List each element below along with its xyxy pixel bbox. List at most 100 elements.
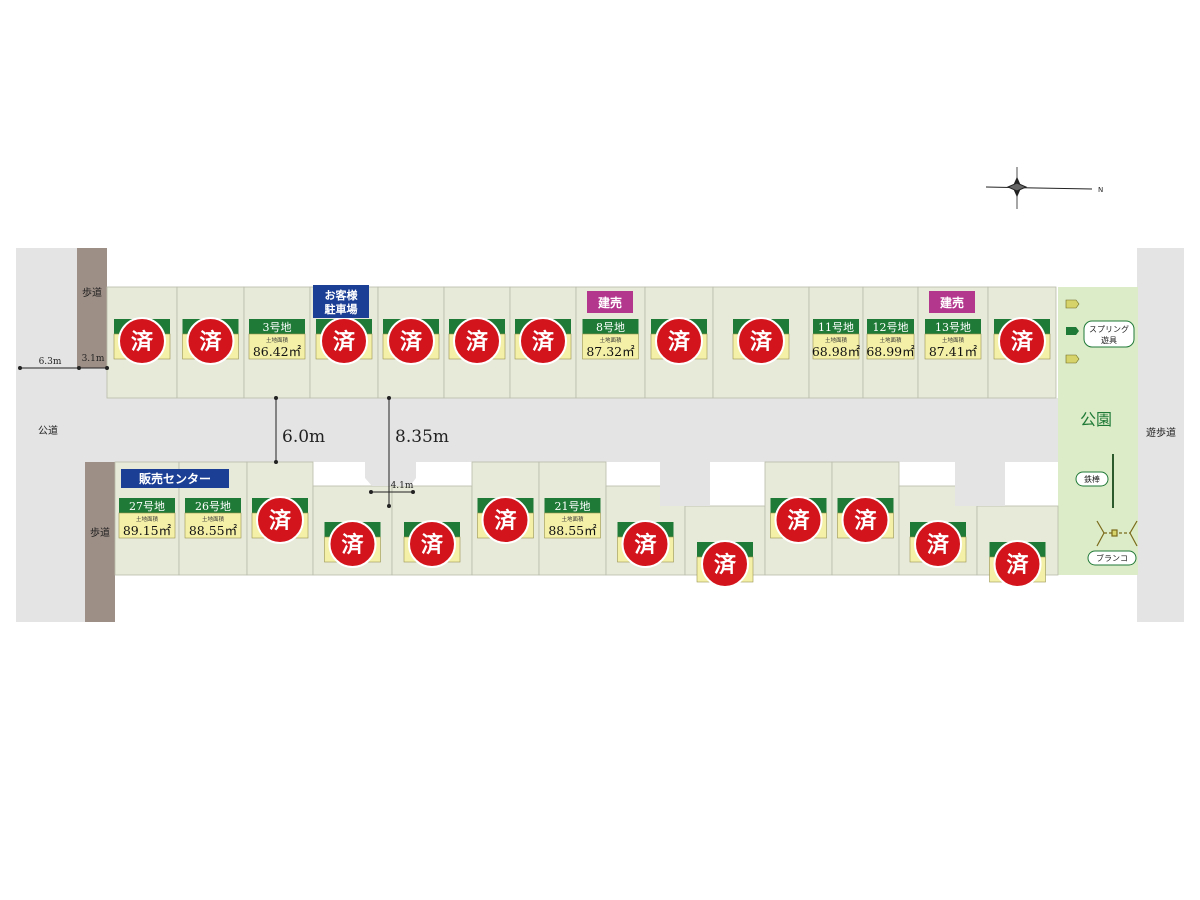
sold-mark [737, 317, 785, 365]
sold-mark-text: 済 [787, 508, 810, 534]
svg-text:建売: 建売 [597, 295, 622, 310]
built-for-sale-badge-8: 建売 [587, 291, 633, 313]
lot-area: 68.99㎡ [866, 344, 915, 359]
spring-toy-label: スプリング [1089, 324, 1129, 334]
south-lot[interactable]: 済 [898, 485, 978, 576]
road-corner-north [86, 368, 107, 398]
south-lot[interactable]: 済 [471, 461, 540, 576]
sidewalk-south [85, 462, 115, 622]
north-lot[interactable]: 済 [176, 286, 245, 399]
compass-north-label: N [1098, 186, 1103, 194]
south-lot[interactable]: 済 [312, 485, 393, 576]
south-lot[interactable]: 済 [684, 505, 766, 588]
swing-icon [1096, 520, 1138, 547]
swing-label: ブランコ [1096, 553, 1128, 563]
sidewalk-label-north: 歩道 [82, 286, 102, 299]
north-lot[interactable]: 済 [987, 286, 1057, 399]
lot-area: 68.98㎡ [812, 344, 861, 359]
sold-mark-text: 済 [532, 329, 555, 355]
north-lot[interactable]: 済 [377, 286, 445, 399]
sold-mark [118, 317, 166, 365]
sold-mark-text: 済 [927, 532, 950, 558]
sold-mark-text: 済 [494, 508, 517, 534]
sold-mark [387, 317, 435, 365]
sold-mark-text: 済 [269, 508, 292, 534]
sold-mark-text: 済 [1011, 329, 1034, 355]
sold-mark [998, 317, 1046, 365]
sold-mark [655, 317, 703, 365]
visitor-parking-badge: お客様 駐車場 [313, 285, 369, 318]
lot-area-caption: 土地面積 [136, 515, 159, 523]
sold-mark-text: 済 [131, 329, 154, 355]
south-lot[interactable]: 済 [391, 485, 473, 576]
park-label: 公園 [1080, 410, 1112, 429]
south-lot[interactable]: 済 [605, 485, 686, 576]
sold-mark [774, 496, 823, 544]
road-notch [955, 462, 1005, 506]
north-lot[interactable]: 済 [509, 286, 577, 399]
sold-mark-text: 済 [668, 329, 691, 355]
public-road-label: 公道 [38, 424, 58, 437]
sold-mark-text: 済 [341, 532, 364, 558]
sold-mark-text: 済 [466, 329, 489, 355]
lot-number: 3号地 [263, 321, 292, 334]
south-lot[interactable]: 済 [246, 461, 314, 576]
sold-mark [408, 520, 456, 568]
lot-number-tag [582, 319, 639, 334]
sidewalk-north [77, 248, 107, 368]
sold-mark-text: 済 [634, 532, 657, 558]
road-width-public: 6.3m [39, 357, 62, 367]
sold-mark-text: 済 [421, 532, 444, 558]
compass-icon: N [985, 167, 1103, 209]
road-notch [660, 462, 710, 506]
promenade-label: 遊歩道 [1146, 426, 1176, 439]
sold-mark [841, 496, 890, 544]
lot-number: 13号地 [935, 321, 971, 334]
north-lot[interactable]: 済 [712, 286, 810, 399]
road-notches [365, 462, 1005, 506]
lot-number: 26号地 [195, 500, 231, 513]
svg-text:建売: 建売 [939, 295, 964, 310]
sold-mark-text: 済 [333, 329, 356, 355]
lot-area-box [582, 333, 639, 360]
lot-number-tag [249, 319, 305, 334]
lot-area: 89.15㎡ [123, 523, 172, 538]
road-width-wide: 8.35m [395, 427, 449, 447]
lot-area-caption: 土地面積 [942, 336, 965, 344]
lot-area-caption: 土地面積 [266, 336, 289, 344]
north-lot[interactable]: 済 [443, 286, 511, 399]
lot-area: 87.32㎡ [586, 344, 635, 359]
lot-area: 88.55㎡ [189, 523, 238, 538]
spring-toy-icon [1065, 299, 1080, 364]
lot-number-tag [119, 498, 175, 513]
lot-area-box [544, 512, 601, 539]
sold-mark [519, 317, 567, 365]
lot-area-caption: 土地面積 [879, 336, 902, 344]
lot-area: 86.42㎡ [253, 344, 302, 359]
north-lot[interactable]: 済 [644, 286, 714, 399]
south-lot[interactable]: 済 [976, 505, 1059, 588]
lot-area-caption: 土地面積 [561, 515, 584, 523]
lot-area-box [118, 512, 176, 539]
promenade [1137, 248, 1184, 622]
road-width-main: 6.0m [282, 427, 325, 447]
south-lot[interactable]: 済 [764, 461, 833, 576]
lot-number-tag [925, 319, 981, 334]
south-lot[interactable]: 済 [831, 461, 900, 576]
sold-mark-text: 済 [854, 508, 877, 534]
lot-area: 88.55㎡ [548, 523, 597, 538]
lot-number-tag [867, 319, 914, 334]
north-lot[interactable]: 済 [106, 286, 178, 399]
notch-width: 4.1m [391, 481, 414, 491]
built-for-sale-badge-13: 建売 [929, 291, 975, 313]
sold-mark [621, 520, 670, 568]
sold-mark-text: 済 [714, 552, 737, 578]
sold-mark-text: 済 [199, 329, 222, 355]
dimension-lines [20, 367, 413, 506]
